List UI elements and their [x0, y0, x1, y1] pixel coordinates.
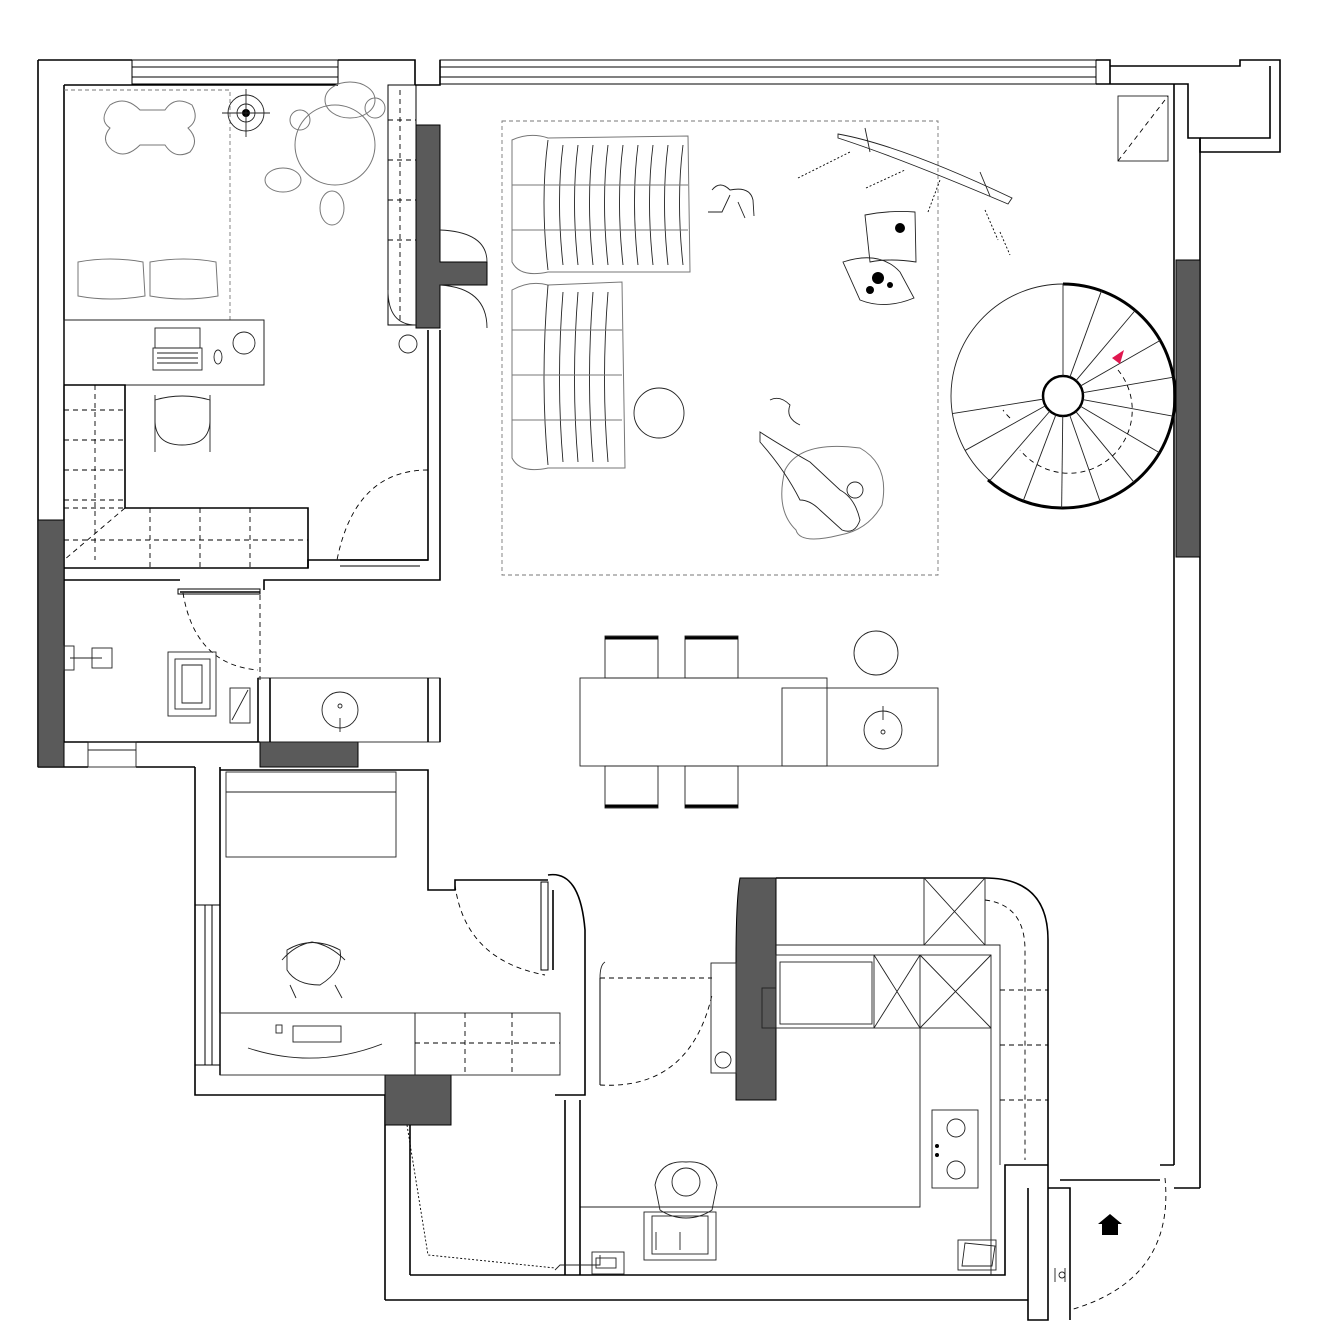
- stair-tread: [1082, 376, 1174, 394]
- toilet-icon: [167, 651, 217, 717]
- stair-tread: [1069, 414, 1101, 502]
- chair-icon: [281, 941, 346, 999]
- stair-tread: [989, 410, 1051, 482]
- dining-area: [579, 630, 939, 809]
- kitchen: [406, 877, 1049, 1275]
- bedroom: [63, 81, 488, 590]
- stair-tread: [964, 405, 1046, 451]
- ceiling-light-icon: [222, 89, 270, 137]
- dining-chair: [684, 635, 739, 679]
- stair-tread: [1082, 399, 1174, 417]
- study-room: [194, 769, 586, 1096]
- dining-chair: [604, 765, 659, 809]
- person-cooking: [643, 1161, 718, 1261]
- stair-tread: [1075, 310, 1136, 382]
- stair-tread: [952, 398, 1044, 414]
- living-room: [501, 120, 1013, 576]
- stair-tread: [1080, 340, 1161, 387]
- laptop-icon: [152, 327, 203, 371]
- washbasin-icon: [321, 691, 359, 732]
- cooktop-icon: [931, 1109, 979, 1189]
- lounge-chair-person: [759, 397, 885, 540]
- solid-walls: [37, 124, 1201, 1126]
- teddy-bear-rug: [264, 81, 386, 226]
- bathroom: [63, 588, 441, 768]
- desk-chair-icon: [154, 395, 211, 452]
- stair-tread: [1075, 411, 1135, 483]
- exterior-walls: [37, 59, 1281, 1321]
- spiral-staircase: [950, 282, 1177, 510]
- entrance: [1054, 95, 1169, 1311]
- dining-chair: [684, 765, 739, 809]
- stair-tread: [1022, 414, 1057, 501]
- arrow-up-icon: [1112, 350, 1124, 364]
- stair-tread: [1080, 405, 1160, 454]
- stair-tread: [1069, 290, 1102, 378]
- dining-chair: [604, 635, 659, 679]
- sectional-sofa: [511, 134, 691, 471]
- shower-icon: [63, 645, 113, 671]
- sink-icon: [863, 706, 903, 750]
- house-icon: [1098, 1214, 1122, 1235]
- stair-tread: [1061, 415, 1064, 508]
